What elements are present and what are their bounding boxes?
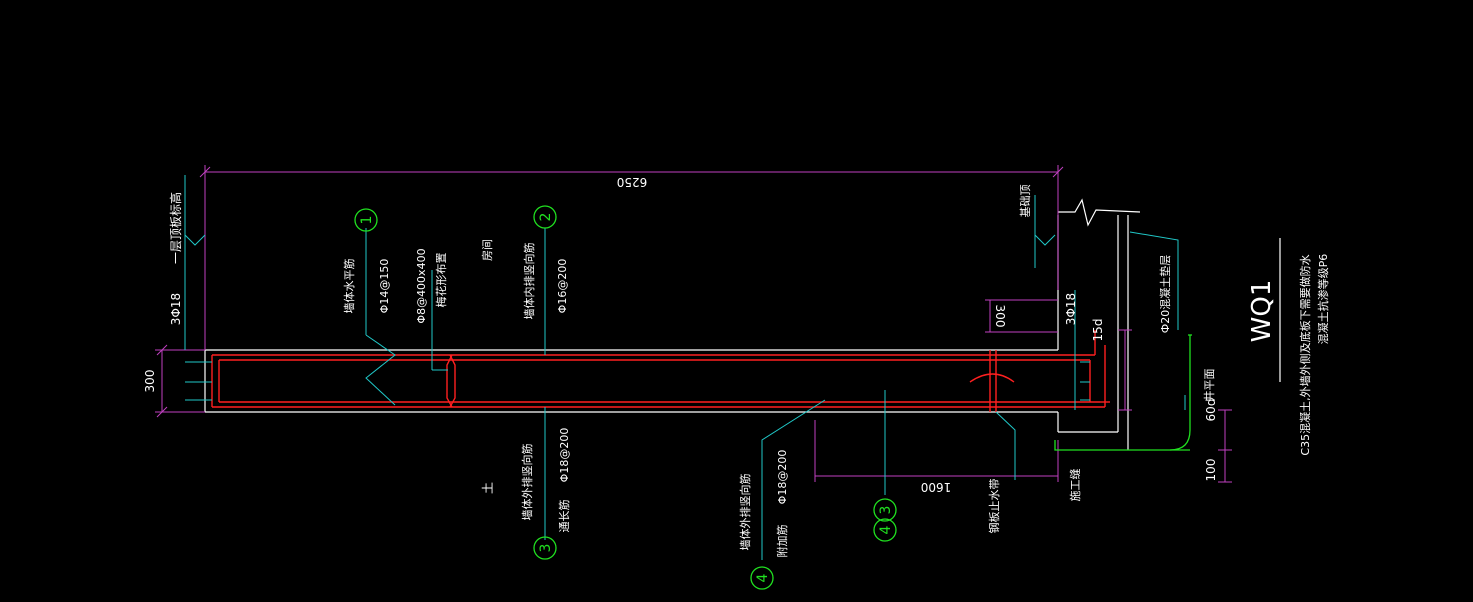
label-construction-joint: 施工缝 <box>1068 469 1082 502</box>
bubble-4-text: 4 <box>755 573 771 582</box>
dim-overall-length: 6250 <box>617 175 648 189</box>
label-tie-bar-note: 梅花形布置 <box>434 253 448 308</box>
label-inner-vert-spec: Φ16@200 <box>556 259 569 314</box>
dim-bottom-100: 100 <box>1204 459 1218 482</box>
label-horiz-rebar-spec: Φ14@150 <box>378 259 391 314</box>
drawing-title: WQ1 <box>1247 280 1277 343</box>
note-line-2: 混凝土抗渗等级P6 <box>1316 254 1330 345</box>
bubble-4 <box>750 566 774 590</box>
label-outer-vert-spec: Φ18@200 <box>558 428 571 483</box>
bubble-3-text: 3 <box>538 544 554 553</box>
cushion-and-bends <box>1054 334 1192 451</box>
bubble-1-text: 1 <box>359 216 375 225</box>
dim-extension: 1600 <box>921 480 952 494</box>
label-soil: 土 <box>481 482 495 494</box>
dim-top-offset: 300 <box>993 305 1007 328</box>
label-floor-level: 一层顶板标高 <box>168 192 183 264</box>
label-outer-vert-title: 墙体外排竖向筋 <box>520 444 534 521</box>
dim-anchor-60d: 60d <box>1204 399 1218 422</box>
bubble-2-text: 2 <box>538 213 554 222</box>
bubble-1 <box>354 208 378 232</box>
label-room: 房间 <box>481 239 494 261</box>
bubble-4b-text: 4 <box>878 525 894 534</box>
dim-anchor-15d: 15d <box>1091 319 1105 342</box>
rebar-cage <box>211 330 1110 412</box>
label-top-edge-bars: 3Φ18 <box>169 293 183 325</box>
label-horiz-rebar-title: 墙体水平筋 <box>342 259 356 314</box>
bubble-2 <box>533 205 557 229</box>
label-waterstop: 钢板止水带 <box>987 479 1001 534</box>
note-line-1: C35混凝土,外墙外侧及底板下需要做防水 <box>1298 254 1312 455</box>
label-slab-top: 基础顶 <box>1019 185 1032 218</box>
label-well-face: 井平面 <box>1202 369 1216 402</box>
label-top-edge-bars-right: 3Φ18 <box>1064 293 1078 325</box>
detail-bubbles: 1 2 3 4 4 3 <box>354 205 897 590</box>
dimension-lines <box>155 165 1232 483</box>
bubble-3b-text: 3 <box>878 506 894 515</box>
bubble-3 <box>533 536 557 560</box>
wall-outline <box>204 198 1141 450</box>
label-outer-vert-add-title: 墙体外排竖向筋 <box>738 474 752 551</box>
bubble-4b <box>873 518 897 542</box>
label-tie-bar-spec: Φ8@400x400 <box>415 248 428 323</box>
label-cushion: Ф20混凝土垫层 <box>1158 255 1172 333</box>
label-inner-vert-title: 墙体内排竖向筋 <box>522 243 536 320</box>
label-outer-vert-add-note: 附加筋 <box>775 525 789 558</box>
dim-wall-thickness: 300 <box>143 370 157 393</box>
label-outer-vert-add-spec: Φ18@200 <box>776 450 789 505</box>
bubble-3b <box>873 498 897 522</box>
label-outer-vert-note: 通长筋 <box>557 500 571 533</box>
leader-lines <box>184 175 1186 560</box>
